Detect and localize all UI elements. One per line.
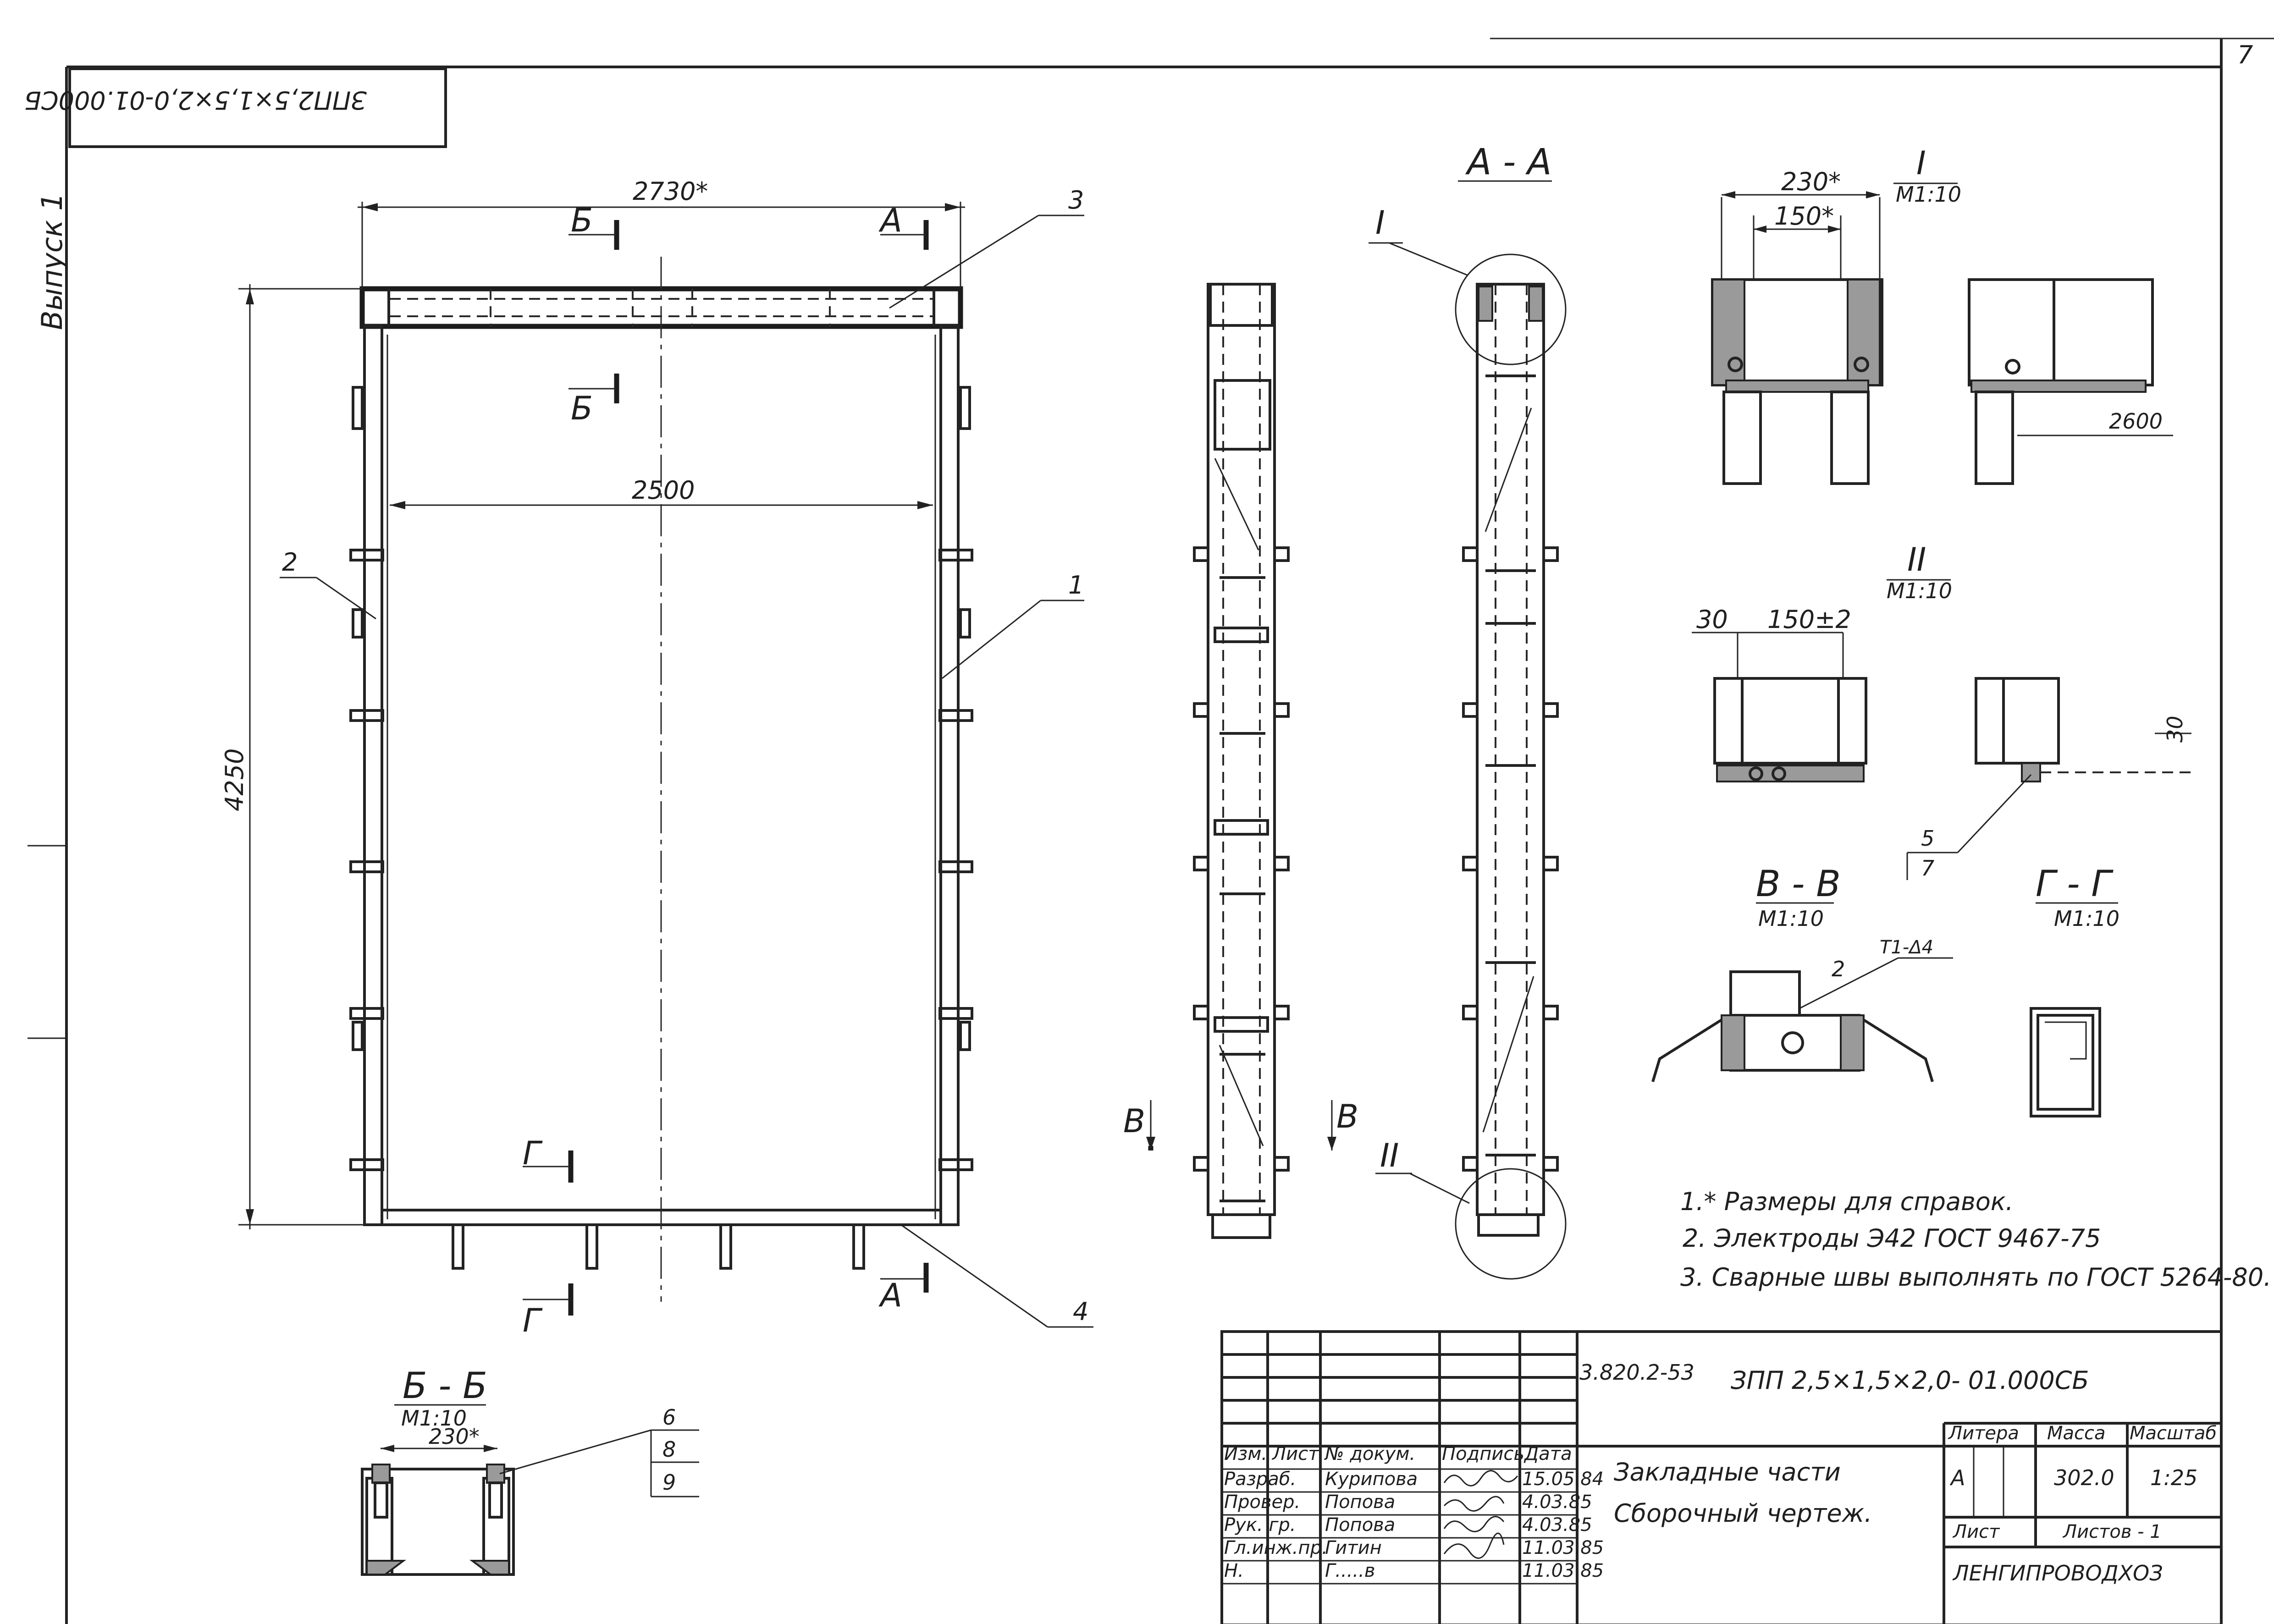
dim-width-ref: 2730* <box>633 177 708 206</box>
section-bb-dim: 230* <box>429 1424 480 1449</box>
node-2-scale: М1:10 <box>1887 578 1952 603</box>
scale-value: 1:25 <box>2150 1465 2197 1490</box>
section-vv-scale: М1:10 <box>1758 906 1824 931</box>
node-callout-2: II <box>1380 1137 1399 1174</box>
mass-value: 302.0 <box>2054 1465 2114 1490</box>
node-1-dim-length: 2600 <box>2109 409 2163 434</box>
header-mass: Масса <box>2047 1423 2106 1444</box>
name-4: Гитин <box>1325 1537 1382 1558</box>
dim-inner-width: 2500 <box>632 476 695 505</box>
section-gg-title: Г - Г <box>2036 864 2114 905</box>
sheets-count: Листов - 1 <box>2062 1521 2162 1542</box>
date-4: 11.03.85 <box>1522 1537 1604 1558</box>
section-gg-scale: М1:10 <box>2054 906 2119 931</box>
drawing-type: Сборочный чертеж. <box>1614 1499 1872 1528</box>
header-change: Изм. <box>1224 1443 1267 1464</box>
name-3: Попова <box>1325 1514 1395 1536</box>
header-scale: Масштаб <box>2130 1423 2217 1444</box>
header-signature: Подпись <box>1442 1443 1524 1464</box>
note-1: 1.* Размеры для справок. <box>1680 1187 2014 1216</box>
node-1-title: I <box>1916 144 1926 182</box>
section-vv-title: В - В <box>1756 864 1841 905</box>
section-bb-scale: М1:10 <box>401 1406 467 1431</box>
callout-3: 3 <box>1068 186 1084 215</box>
section-vv-view <box>1651 902 1953 1082</box>
section-mark-g-top: Г <box>523 1134 543 1172</box>
role-1: Разраб. <box>1224 1469 1296 1490</box>
page-number: 7 <box>2237 40 2253 69</box>
name-5: Г.....в <box>1325 1560 1375 1581</box>
section-bb-title: Б - Б <box>403 1365 487 1407</box>
callout-8: 8 <box>662 1437 676 1462</box>
document-code: ЗПП 2,5×1,5×2,0- 01.000СБ <box>1731 1366 2089 1395</box>
signatures <box>1443 1470 1518 1559</box>
section-gg-view <box>2030 902 2118 1118</box>
node-2-title: II <box>1907 541 1926 578</box>
section-mark-b-top: Б <box>571 202 593 239</box>
node-2-dim-pitch: 150±2 <box>1767 605 1851 634</box>
node-1-view <box>1711 182 2173 485</box>
section-mark-v-left: В <box>1123 1102 1145 1140</box>
callout-9: 9 <box>662 1470 676 1495</box>
header-litera: Литера <box>1948 1423 2019 1444</box>
date-3: 4.03.85 <box>1522 1514 1592 1536</box>
node-1-dim-outer: 230* <box>1781 167 1841 196</box>
section-vv-callout-2: 2 <box>1832 957 1845 981</box>
name-1: Курипова <box>1325 1469 1418 1490</box>
section-mark-a-bottom: А <box>878 1277 902 1314</box>
section-bb-view <box>361 1404 699 1576</box>
section-aa-view <box>1369 180 1567 1280</box>
name-2: Попова <box>1325 1492 1395 1513</box>
node-2-view <box>1692 579 2191 880</box>
callout-2: 2 <box>282 548 298 577</box>
title-block <box>1220 1330 2223 1624</box>
node-2-dim-edge: 30 <box>1696 605 1728 634</box>
note-2: 2. Электроды Э42 ГОСТ 9467-75 <box>1683 1224 2101 1253</box>
rotated-document-code: ЗПП2,5×1,5×2,0-01.000СБ <box>24 86 367 115</box>
note-3: 3. Сварные швы выполнять по ГОСТ 5264-80… <box>1680 1263 2271 1292</box>
section-aa-title: А - А <box>1465 142 1551 183</box>
role-5: Н. <box>1224 1560 1244 1581</box>
litera-value: А <box>1949 1465 1965 1490</box>
section-mark-a-top: А <box>878 202 902 239</box>
callout-7: 7 <box>1921 856 1934 881</box>
date-2: 4.03.85 <box>1522 1492 1592 1513</box>
node-1-scale: М1:10 <box>1896 182 1961 207</box>
organization: ЛЕНГИПРОВОДХОЗ <box>1952 1561 2163 1585</box>
node-2-dim-plate: 30 <box>2163 716 2187 743</box>
header-doc-no: № докум. <box>1324 1443 1415 1464</box>
project-code: 3.820.2-53 <box>1579 1360 1694 1385</box>
main-view <box>238 202 1093 1328</box>
callout-1: 1 <box>1068 571 1084 600</box>
side-view <box>1146 283 1336 1239</box>
header-date: Дата <box>1523 1443 1572 1464</box>
date-5: 11.03.85 <box>1522 1560 1604 1581</box>
section-mark-g-bottom: Г <box>523 1302 543 1339</box>
role-4: Гл.инж.пр. <box>1224 1537 1328 1558</box>
callout-4: 4 <box>1073 1297 1088 1326</box>
date-1: 15.05.84 <box>1522 1469 1604 1490</box>
role-2: Провер. <box>1224 1492 1300 1513</box>
section-mark-b-lower: Б <box>571 390 593 427</box>
section-mark-v-right: В <box>1336 1098 1358 1135</box>
role-3: Рук. гр. <box>1224 1514 1296 1536</box>
weld-mark: Т1-Δ4 <box>1880 937 1933 958</box>
node-1-dim-inner: 150* <box>1774 202 1834 231</box>
vertical-edition-label: Выпуск 1 <box>35 193 69 330</box>
dim-height: 4250 <box>220 749 249 811</box>
header-sheet: Лист <box>1271 1443 1319 1464</box>
callout-5: 5 <box>1921 826 1934 851</box>
callout-6: 6 <box>662 1405 676 1430</box>
node-callout-1: I <box>1375 204 1385 242</box>
product-name: Закладные части <box>1614 1458 1841 1486</box>
sheet-label: Лист <box>1952 1521 2000 1542</box>
